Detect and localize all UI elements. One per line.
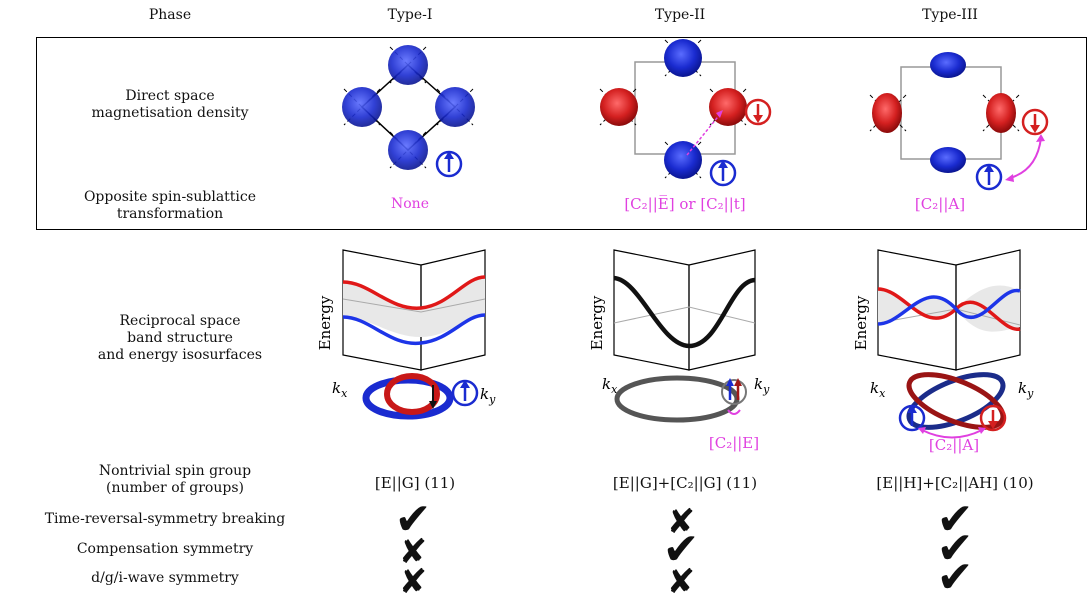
comp-type3-mark: ✔ <box>936 523 974 574</box>
svg-text:ky: ky <box>754 375 770 396</box>
svg-text:kx: kx <box>602 375 618 396</box>
energy-axis-label: Energy <box>316 295 334 350</box>
spin-up-icon <box>709 159 737 187</box>
svg-text:kx: kx <box>332 379 348 400</box>
energy-axis-label: Energy <box>588 295 606 350</box>
label-compensation: Compensation symmetry <box>76 541 254 557</box>
type2-band-structure: Energy kx ky [C₂||E] <box>588 249 770 452</box>
svg-text:ky: ky <box>1018 379 1034 400</box>
spin-up-icon <box>435 150 463 178</box>
transform-type1: None <box>391 196 429 212</box>
type2-magnetisation-density <box>599 39 772 187</box>
type3-magnetisation-density <box>869 52 1049 191</box>
trs-type1-mark: ✔ <box>394 494 432 545</box>
comp-type2-mark: ✔ <box>662 524 700 575</box>
spin-group-type2: [E||G]+[C₂||G] (11) <box>612 474 758 492</box>
label-trs-breaking: Time-reversal-symmetry breaking <box>44 511 286 527</box>
svg-text:ky: ky <box>480 385 496 406</box>
comp-type1-mark: ✘ <box>398 532 428 572</box>
curved-arrow-icon <box>1009 137 1042 179</box>
type1-magnetisation-density <box>342 45 475 178</box>
spin-down-icon <box>429 385 437 409</box>
type2-transform-label: [C₂||E] <box>709 434 759 452</box>
wave-type3-mark: ✔ <box>936 552 974 603</box>
spin-down-icon <box>1021 108 1049 136</box>
spin-up-icon <box>451 379 479 407</box>
trs-type2-mark: ✘ <box>666 502 696 542</box>
label-wave: d/g/i-wave symmetry <box>91 570 239 586</box>
spin-up-icon <box>898 404 926 432</box>
spin-up-icon <box>975 163 1003 191</box>
spin-group-type1: [E||G] (11) <box>374 474 456 492</box>
header-type1: Type-I <box>387 7 433 23</box>
spin-group-type3: [E||H]+[C₂||AH] (10) <box>876 474 1034 492</box>
svg-text:kx: kx <box>870 379 886 400</box>
wave-type1-mark: ✘ <box>398 562 428 602</box>
direct-space-frame <box>36 37 1087 230</box>
spin-down-icon <box>744 98 772 126</box>
spin-down-icon <box>979 404 1007 432</box>
type3-band-structure: Energy kx ky [C₂||A] <box>852 249 1034 454</box>
transform-type2: [C₂||E̅] or [C₂||t] <box>624 195 746 213</box>
transform-type3: [C₂||A] <box>914 195 966 213</box>
type3-transform-label: [C₂||A] <box>929 436 979 454</box>
header-type3: Type-III <box>922 7 978 23</box>
header-phase: Phase <box>148 7 192 23</box>
energy-axis-label: Energy <box>852 295 870 350</box>
type1-band-structure: Energy kx ky <box>316 249 496 420</box>
label-spin-group: Nontrivial spin group(number of groups) <box>98 463 252 496</box>
wave-type2-mark: ✘ <box>666 562 696 602</box>
header-type2: Type-II <box>654 7 706 23</box>
trs-type3-mark: ✔ <box>936 494 974 545</box>
